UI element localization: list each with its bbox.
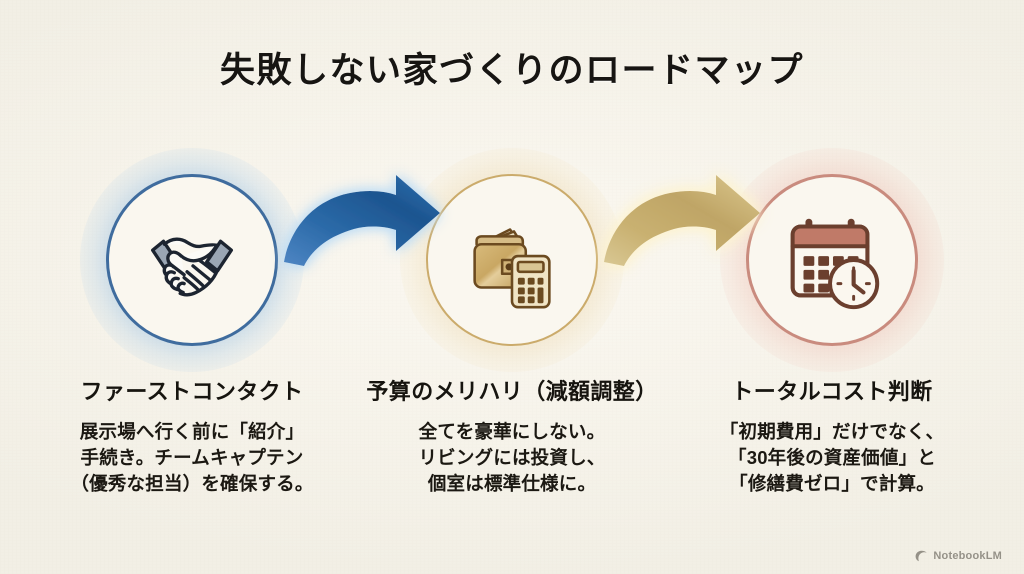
step-2-body-line: 全てを豪華にしない。 xyxy=(418,421,606,442)
curved-arrow-right-icon xyxy=(284,175,440,266)
curved-arrow-right-icon xyxy=(604,175,760,266)
step-1-body: 展示場へ行く前に「紹介」 手続き。チームキャプテン （優秀な担当）を確保する。 xyxy=(32,419,352,497)
step-3-body-line: 「初期費用」だけでなく、 xyxy=(719,421,945,442)
calendar-clock-icon xyxy=(790,218,880,310)
step-3-body-line: 「30年後の資産価値」と xyxy=(728,447,936,468)
step-3-heading: トータルコスト判断 xyxy=(731,379,933,404)
step-3-medallion xyxy=(720,148,944,372)
step-2-body-line: リビングには投資し、 xyxy=(418,447,606,468)
watermark: NotebookLM xyxy=(915,550,1002,562)
step-budget-balance: 予算のメリハリ（減額調整） 全てを豪華にしない。 リビングには投資し、 個室は標… xyxy=(352,148,672,497)
step-first-contact: ファーストコンタクト 展示場へ行く前に「紹介」 手続き。チームキャプテン （優秀… xyxy=(32,148,352,497)
step-3-body-line: 「修繕費ゼロ」で計算。 xyxy=(729,473,935,494)
step-2-body-line: 個室は標準仕様に。 xyxy=(427,473,597,494)
watermark-label: NotebookLM xyxy=(933,550,1002,562)
step-1-body-line: 展示場へ行く前に「紹介」 xyxy=(79,421,305,442)
step-3-body: 「初期費用」だけでなく、 「30年後の資産価値」と 「修繕費ゼロ」で計算。 xyxy=(672,419,992,497)
page-title: 失敗しない家づくりのロードマップ xyxy=(219,51,804,90)
notebooklm-logo-icon xyxy=(915,550,928,562)
arrow-step2-to-step3 xyxy=(600,172,768,268)
step-1-body-line: 手続き。チームキャプテン xyxy=(80,447,304,468)
step-total-cost: トータルコスト判断 「初期費用」だけでなく、 「30年後の資産価値」と 「修繕費… xyxy=(672,148,992,497)
step-1-body-line: （優秀な担当）を確保する。 xyxy=(70,473,314,494)
step-1-medallion xyxy=(80,148,304,372)
arrow-step1-to-step2 xyxy=(280,172,448,268)
wallet-calculator-icon xyxy=(473,228,551,309)
step-2-body: 全てを豪華にしない。 リビングには投資し、 個室は標準仕様に。 xyxy=(352,419,672,497)
step-1-heading: ファーストコンタクト xyxy=(80,379,304,404)
step-2-heading: 予算のメリハリ（減額調整） xyxy=(366,379,658,404)
step-2-medallion xyxy=(400,148,624,372)
step-1-ring xyxy=(106,174,278,346)
handshake-icon xyxy=(150,237,234,297)
